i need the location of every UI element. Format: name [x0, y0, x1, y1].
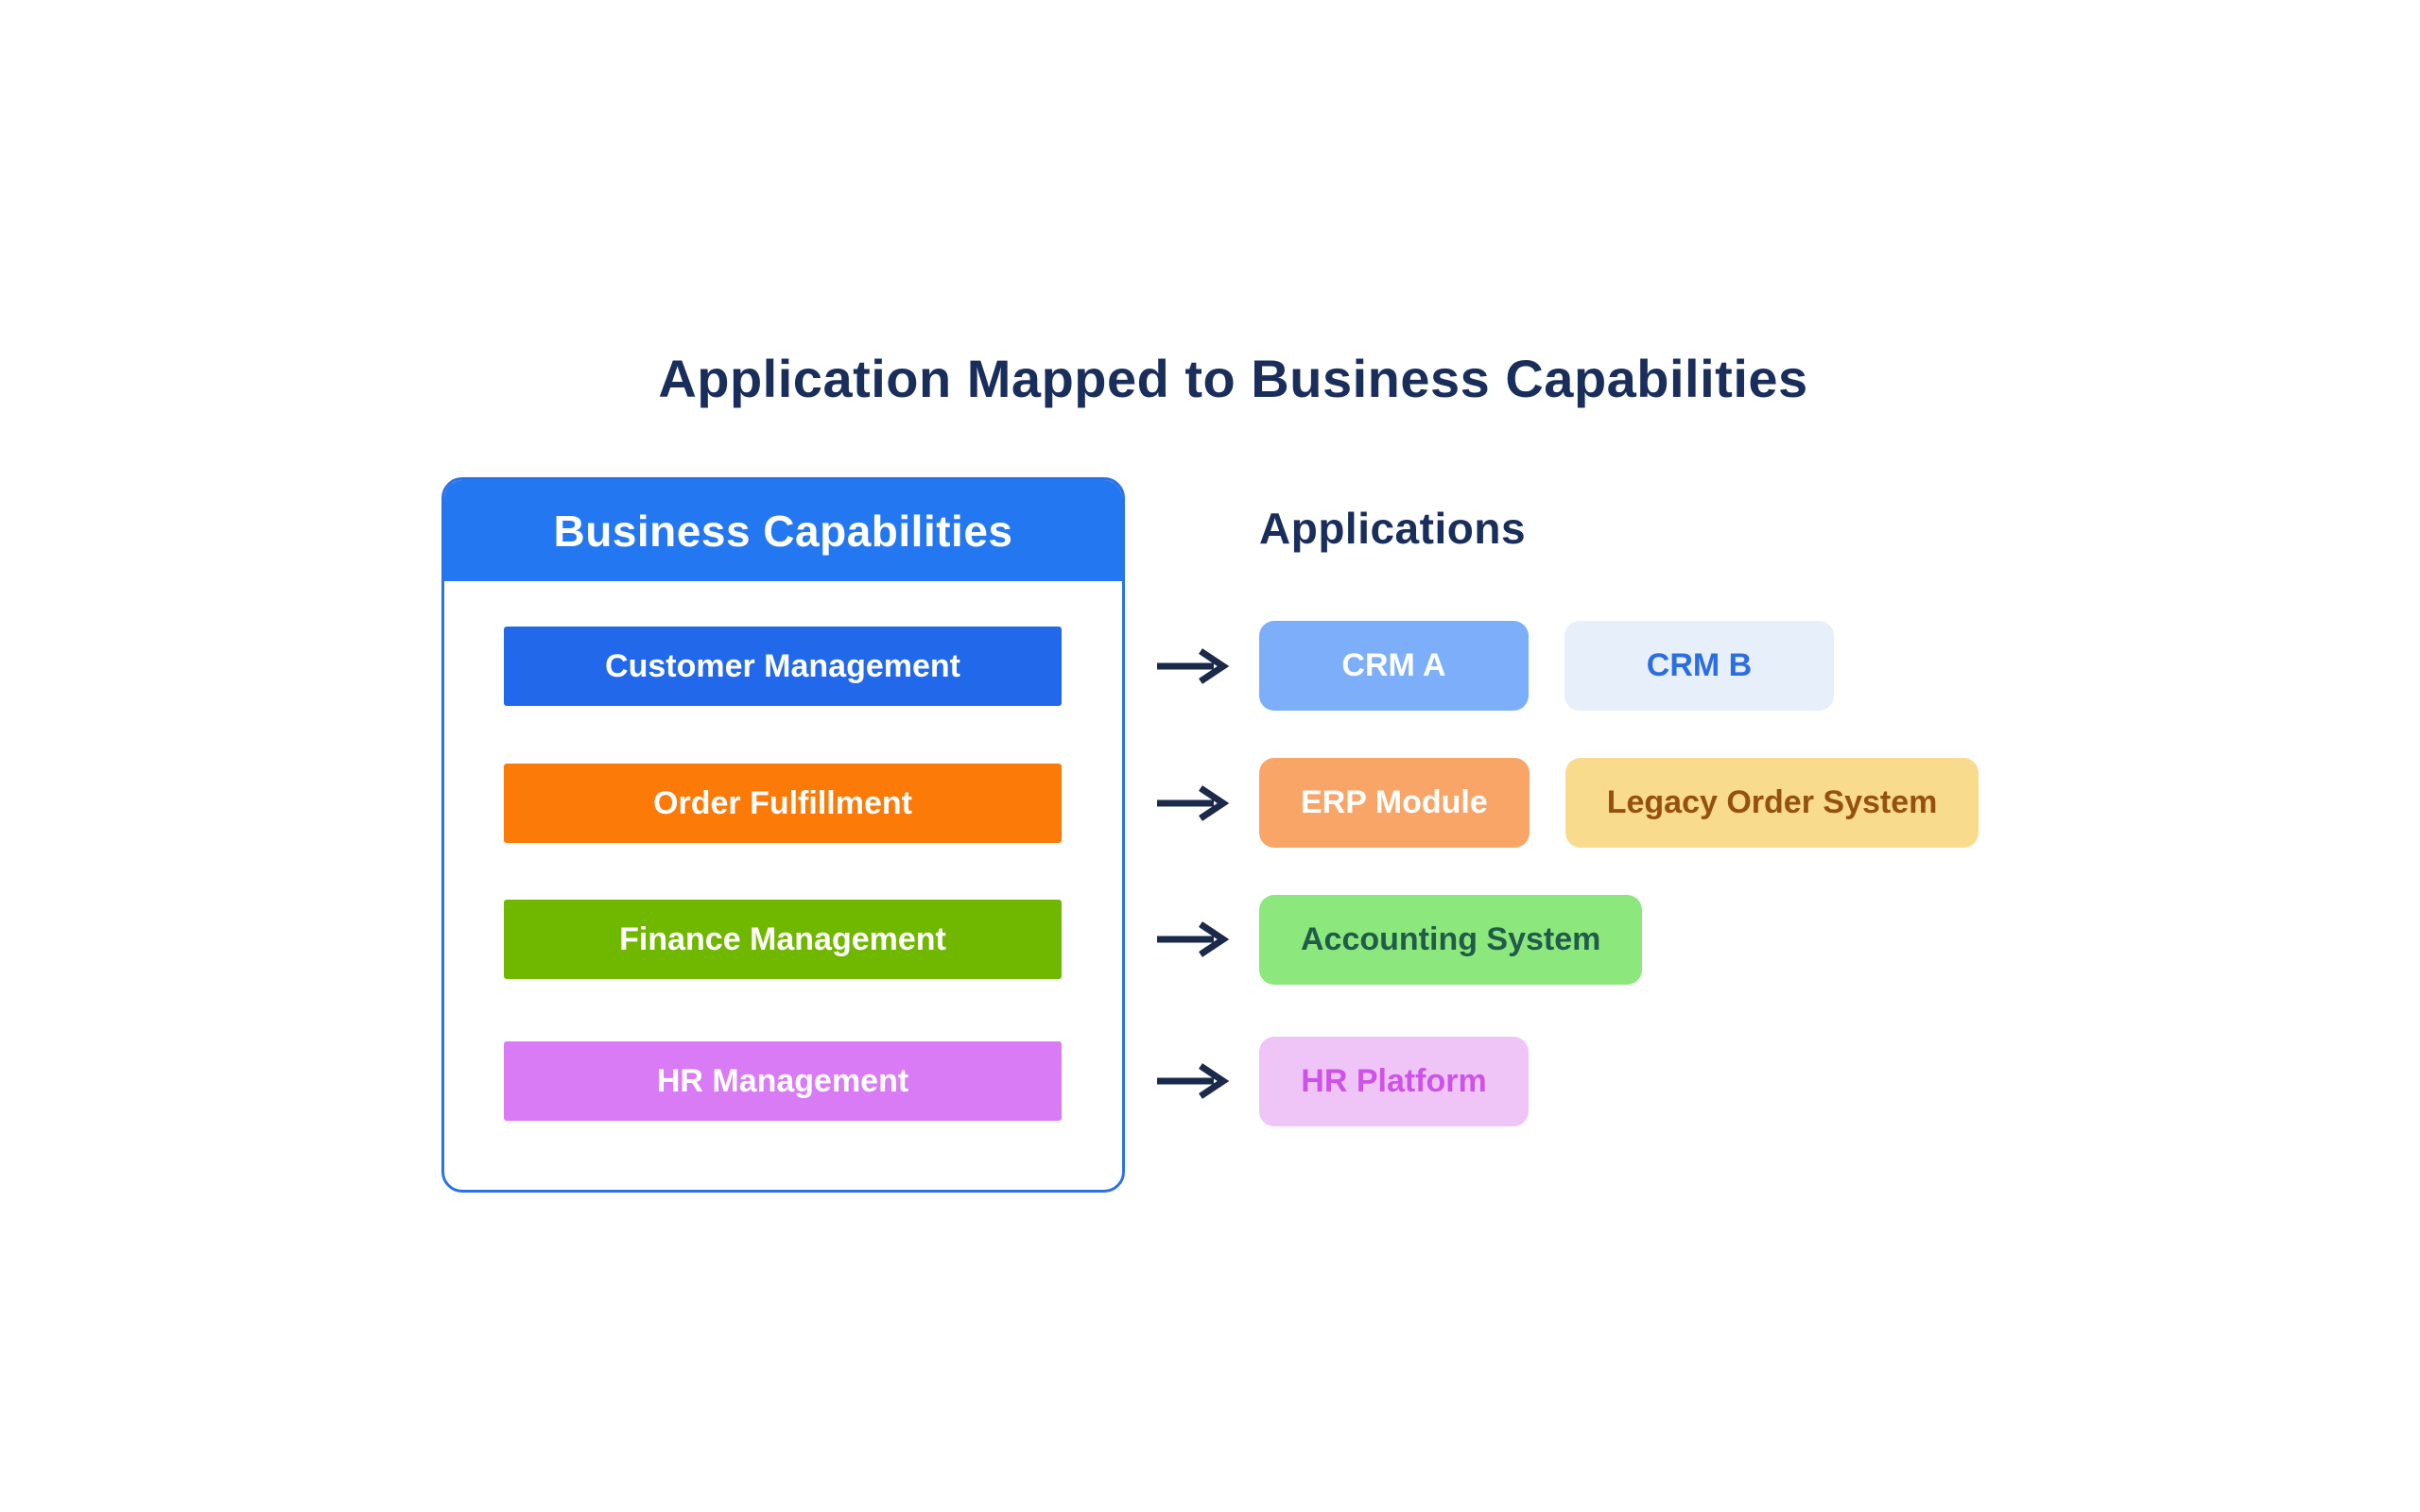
capability-box-order-fulfillment: Order Fulfillment [504, 764, 1062, 843]
right-arrow-icon [1153, 645, 1235, 687]
application-box-erp-module: ERP Module [1259, 758, 1530, 848]
diagram-title: Application Mapped to Business Capabilit… [658, 349, 1808, 408]
application-box-legacy-order-system: Legacy Order System [1564, 758, 1979, 848]
right-arrow-icon [1153, 919, 1235, 960]
right-arrow-icon [1153, 1060, 1235, 1102]
application-box-accounting-system: Accounting System [1259, 895, 1643, 985]
application-row-finance-management: Accounting System [1259, 895, 1643, 985]
capability-box-finance-management: Finance Management [504, 900, 1062, 979]
application-box-crm-a: CRM A [1259, 621, 1529, 711]
application-box-crm-b: CRM B [1564, 621, 1834, 711]
capability-box-hr-management: HR Management [504, 1041, 1062, 1121]
capability-box-customer-management: Customer Management [504, 627, 1062, 706]
application-row-customer-management: CRM A CRM B [1259, 621, 1834, 711]
application-row-hr-management: HR Platform [1259, 1037, 1529, 1126]
right-arrow-icon [1153, 782, 1235, 824]
business-capabilities-header: Business Capabilities [444, 480, 1122, 581]
applications-header: Applications [1259, 504, 1527, 553]
application-row-order-fulfillment: ERP Module Legacy Order System [1259, 758, 1979, 848]
application-box-hr-platform: HR Platform [1259, 1037, 1529, 1126]
